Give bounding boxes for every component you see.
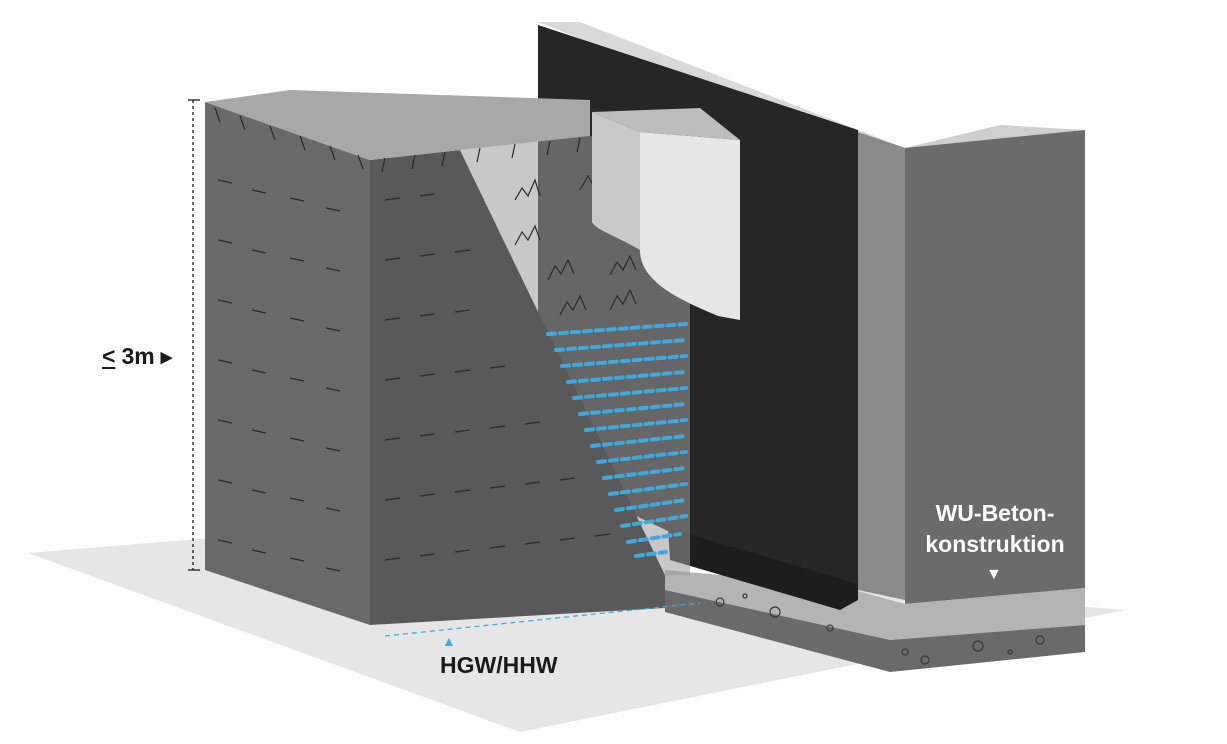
drainage-board-top bbox=[592, 108, 740, 140]
water-level-label: HGW/HHW bbox=[440, 652, 558, 678]
concrete-construction-label: WU-Beton- konstruktion bbox=[900, 498, 1090, 560]
soil-hatch bbox=[217, 179, 611, 572]
triangle-up-icon: ▲ bbox=[442, 633, 456, 649]
water-level-line bbox=[384, 602, 701, 637]
back-wall-side bbox=[858, 132, 905, 600]
concrete-label-line1: WU-Beton- bbox=[935, 500, 1055, 526]
soil-top bbox=[205, 90, 590, 160]
concrete-label-line2: konstruktion bbox=[925, 531, 1065, 557]
height-value: 3m bbox=[121, 343, 155, 369]
triangle-down-icon: ▼ bbox=[986, 566, 1002, 583]
grass-ticks bbox=[214, 107, 581, 173]
groundwater bbox=[546, 322, 688, 558]
concrete-wall-front bbox=[905, 130, 1085, 604]
height-dimension bbox=[188, 99, 200, 571]
drainage-board-side bbox=[592, 112, 640, 250]
soil-side-face bbox=[370, 150, 665, 625]
soil-front-face bbox=[205, 102, 370, 625]
triangle-right-icon: ▶ bbox=[160, 348, 173, 366]
slab-aggregate bbox=[715, 593, 1045, 665]
less-equal-sign: < bbox=[102, 343, 116, 369]
slab-front bbox=[665, 590, 1085, 672]
membrane-footing bbox=[668, 528, 858, 610]
height-label: < 3m ▶ bbox=[102, 343, 172, 370]
drainage-board bbox=[640, 132, 740, 320]
